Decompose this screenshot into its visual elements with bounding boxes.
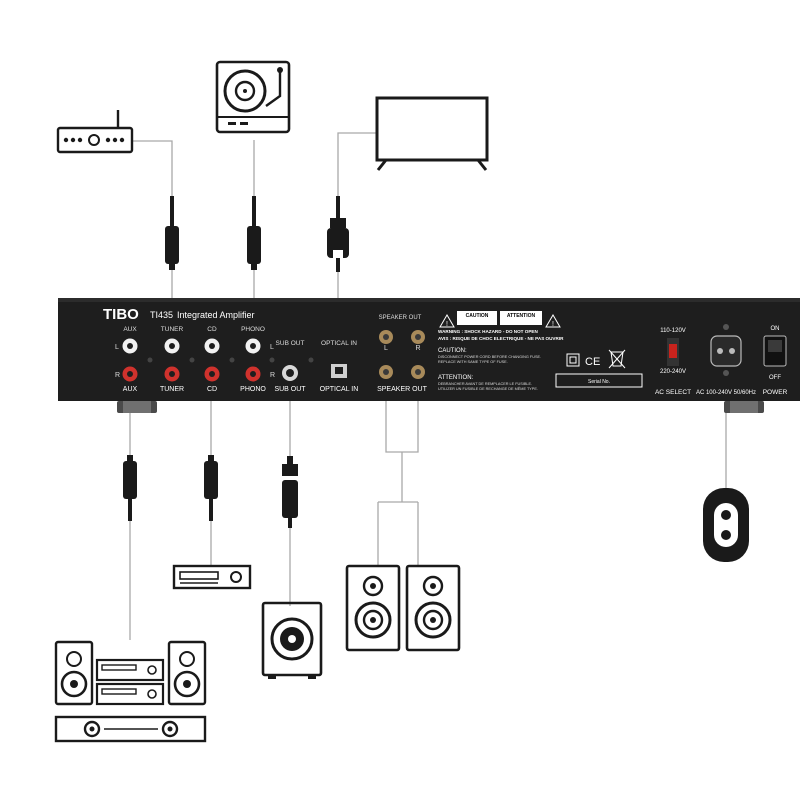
rca-jacks-left-channel — [122, 338, 261, 354]
optical-plug-tv — [327, 196, 349, 272]
ce-mark: CE — [585, 356, 600, 368]
caution-title: CAUTION: — [438, 348, 467, 354]
rca-plug-cd — [204, 455, 218, 521]
attention-box: ATTENTION — [507, 313, 536, 319]
rca-plug-router — [165, 196, 179, 270]
amplifier-rear-panel: TIBO TI435 Integrated Amplifier AUX TUNE… — [58, 298, 800, 413]
label-l-left: L — [115, 344, 119, 351]
label-cd: CD — [207, 386, 217, 393]
serial-box — [555, 373, 643, 388]
line-speaker-out — [377, 385, 419, 566]
ac-rating-label: AC 100-240V 50/60Hz — [696, 390, 756, 396]
panel-screws — [147, 357, 314, 363]
label-tuner-top: TUNER — [161, 326, 184, 333]
panel-subtitle: Integrated Amplifier — [177, 310, 255, 320]
power-on-label: ON — [771, 326, 780, 332]
attention-line-2: UTILIZER UN FUSIBLE DE RECHANGE DE MÊME … — [438, 386, 538, 391]
warning-line-1: WARNING : SHOCK HAZARD - DO NOT OPEN — [438, 329, 538, 334]
speaker-right-icon — [405, 564, 461, 652]
label-speaker-out-top: SPEAKER OUT — [379, 315, 422, 321]
model-number: TI435 — [150, 310, 173, 320]
caution-line-1: DISCONNECT POWER CORD BEFORE CHANGING FU… — [438, 355, 541, 359]
rca-jacks-right-channel — [122, 366, 261, 382]
brand-logo: TIBO — [103, 306, 139, 323]
ac-select-label: AC SELECT — [655, 389, 691, 396]
weee-bin-icon — [608, 349, 626, 369]
label-phono-top: PHONO — [241, 326, 265, 333]
label-l-right: L — [270, 344, 274, 351]
power-off-label: OFF — [769, 375, 781, 381]
label-speaker-r: R — [415, 345, 420, 352]
turntable-icon — [215, 60, 291, 134]
svg-text:!: ! — [446, 321, 448, 328]
caution-line-2: REPLACE WITH SAME TYPE OF FUSE. — [438, 360, 508, 364]
rca-plug-turntable — [247, 196, 261, 270]
warning-line-2: AVIS : RISQUE DE CHOC ELECTRIQUE - NE PA… — [438, 336, 564, 341]
voltage-high: 110-120V — [660, 328, 686, 334]
optical-in-port — [331, 364, 347, 378]
sub-out-jack — [282, 365, 298, 381]
label-r-left: R — [115, 372, 120, 379]
label-sub-out-top: SUB OUT — [276, 340, 305, 347]
power-label: POWER — [763, 389, 788, 396]
stereo-system-icon — [54, 640, 207, 743]
serial-label: Serial No. — [588, 379, 610, 385]
label-r-right: R — [270, 372, 275, 379]
warning-icon-right: ! — [545, 314, 561, 328]
label-cd-top: CD — [207, 326, 217, 333]
attention-line-1: DEBRANCHER AVANT DE REMPLACER LE FUSIBLE… — [438, 382, 532, 386]
label-speaker-out: SPEAKER OUT — [377, 386, 428, 393]
label-aux-top: AUX — [123, 326, 137, 333]
double-insulation-icon — [566, 353, 580, 367]
router-icon — [56, 110, 134, 154]
label-sub-out: SUB OUT — [274, 386, 306, 393]
ac-inlet — [710, 324, 742, 376]
speaker-binding-posts — [379, 330, 425, 379]
label-optical-in: OPTICAL IN — [320, 386, 359, 393]
label-speaker-l: L — [384, 345, 388, 352]
rca-plug-aux — [123, 455, 137, 521]
label-aux: AUX — [123, 386, 138, 393]
power-socket-icon — [703, 488, 749, 562]
cd-player-icon — [172, 564, 252, 590]
svg-text:!: ! — [552, 321, 554, 328]
label-optical-in-top: OPTICAL IN — [321, 340, 357, 347]
warning-icon-left: ! — [439, 314, 455, 328]
attention-title: ATTENTION: — [438, 375, 474, 381]
label-tuner: TUNER — [160, 386, 184, 393]
rca-plug-sub — [282, 456, 298, 528]
caution-box: CAUTION — [466, 313, 489, 319]
speaker-left-icon — [345, 564, 401, 652]
subwoofer-icon — [261, 601, 323, 679]
tv-icon — [375, 96, 489, 171]
label-phono: PHONO — [240, 386, 266, 393]
voltage-low: 220-240V — [660, 369, 686, 375]
